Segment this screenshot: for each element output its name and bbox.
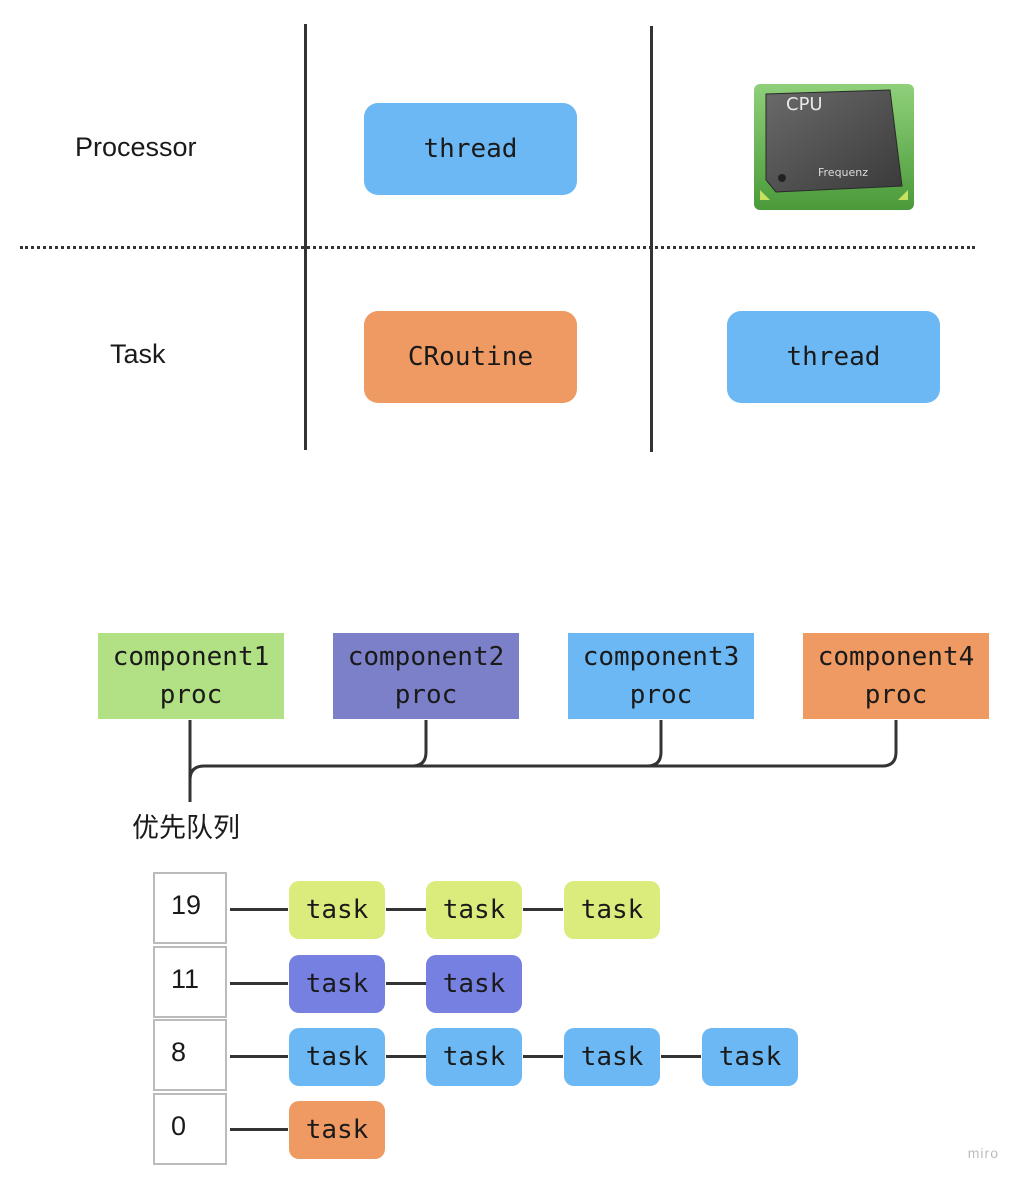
priority-cell-19: 19 — [153, 872, 227, 944]
row-label-processor: Processor — [75, 132, 197, 162]
row-label-task: Task — [110, 339, 166, 369]
cpu-chip-text: CPU — [786, 94, 823, 115]
task-node: task — [564, 881, 660, 939]
component-sub: proc — [629, 680, 693, 710]
task-node: task — [426, 1028, 522, 1086]
component-sub: proc — [394, 680, 458, 710]
component-name: component2 — [347, 642, 505, 672]
task-croutine-box: CRoutine — [364, 311, 577, 403]
task-node: task — [426, 955, 522, 1013]
link-line — [386, 982, 426, 985]
component-name: component1 — [112, 642, 270, 672]
component-name: component4 — [817, 642, 975, 672]
priority-queue-label: 优先队列 — [132, 813, 240, 843]
processor-thread-label: thread — [423, 134, 518, 164]
component-box-4: component4 proc — [803, 633, 989, 719]
divider-dotted-horizontal — [20, 246, 975, 249]
miro-watermark: miro — [967, 1145, 999, 1161]
task-node: task — [289, 881, 385, 939]
link-line — [386, 908, 426, 911]
task-croutine-label: CRoutine — [407, 342, 534, 372]
task-thread-label: thread — [786, 342, 881, 372]
task-node: task — [426, 881, 522, 939]
cpu-chip-subtext: Frequenz — [818, 166, 868, 179]
cpu-chip-icon: CPU Frequenz — [752, 82, 916, 212]
link-line — [230, 982, 288, 985]
link-line — [523, 908, 563, 911]
processor-thread-box: thread — [364, 103, 577, 195]
task-node: task — [702, 1028, 798, 1086]
priority-cell-8: 8 — [153, 1019, 227, 1091]
task-node: task — [289, 955, 385, 1013]
component-sub: proc — [159, 680, 223, 710]
link-line — [523, 1055, 563, 1058]
connector-2 — [411, 720, 428, 768]
task-node: task — [564, 1028, 660, 1086]
link-line — [230, 1055, 288, 1058]
divider-vertical-2 — [650, 26, 653, 452]
component-box-2: component2 proc — [333, 633, 519, 719]
link-line — [230, 1128, 288, 1131]
task-thread-box: thread — [727, 311, 940, 403]
task-node: task — [289, 1101, 385, 1159]
link-line — [230, 908, 288, 911]
task-node: task — [289, 1028, 385, 1086]
connector-bus — [188, 720, 898, 781]
component-box-1: component1 proc — [98, 633, 284, 719]
component-name: component3 — [582, 642, 740, 672]
link-line — [661, 1055, 701, 1058]
component-box-3: component3 proc — [568, 633, 754, 719]
component-sub: proc — [864, 680, 928, 710]
connector-3 — [646, 720, 663, 768]
priority-cell-0: 0 — [153, 1093, 227, 1165]
priority-cell-11: 11 — [153, 946, 227, 1018]
divider-vertical-1 — [304, 24, 307, 450]
link-line — [386, 1055, 426, 1058]
